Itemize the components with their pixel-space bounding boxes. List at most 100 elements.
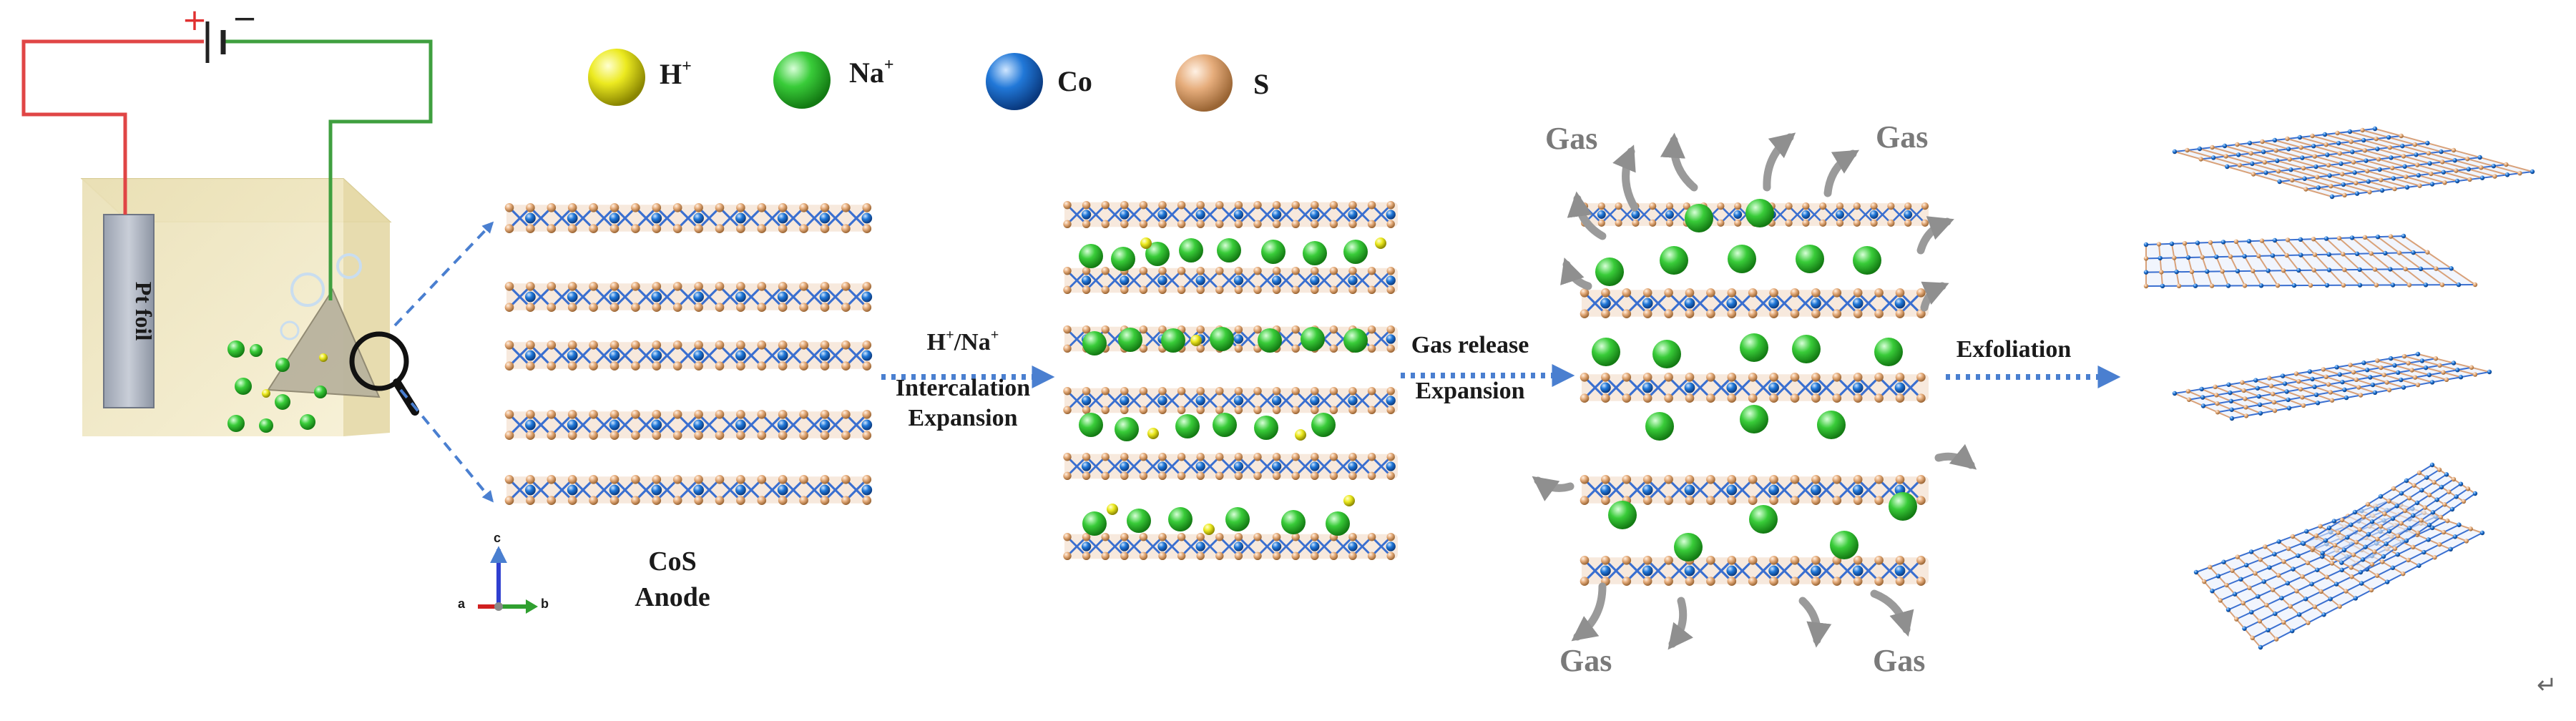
sheet-atom bbox=[2429, 462, 2435, 468]
s-atom bbox=[1367, 325, 1376, 334]
sheet-atom bbox=[2431, 480, 2437, 485]
bond-line bbox=[508, 285, 868, 309]
sheet-atom bbox=[2464, 539, 2469, 544]
s-atom bbox=[1101, 406, 1110, 414]
sheet-atom bbox=[2143, 256, 2149, 261]
sheet-atom bbox=[2406, 360, 2411, 366]
s-atom bbox=[1215, 387, 1224, 396]
sheet-atom bbox=[2324, 283, 2330, 288]
sheet-atom bbox=[2479, 530, 2485, 536]
s-atom bbox=[1836, 219, 1844, 227]
sheet-atom bbox=[2351, 160, 2356, 165]
sheet-atom bbox=[2329, 194, 2335, 200]
sheet-atom bbox=[2437, 541, 2442, 547]
co-atom bbox=[1642, 484, 1653, 496]
s-atom bbox=[1139, 453, 1148, 461]
co-atom bbox=[1233, 541, 1244, 551]
bond-line bbox=[508, 343, 868, 368]
s-atom bbox=[567, 431, 577, 440]
s-atom bbox=[547, 410, 557, 419]
s-atom bbox=[1215, 220, 1224, 228]
na-ion bbox=[1645, 412, 1674, 441]
sheet-atom bbox=[2392, 363, 2397, 368]
sheet-bond bbox=[2351, 237, 2410, 286]
sheet-atom bbox=[2311, 237, 2316, 242]
co-atom bbox=[1600, 565, 1611, 577]
sheet-atom bbox=[2416, 470, 2422, 476]
na-ion bbox=[1115, 417, 1139, 441]
co-atom bbox=[777, 212, 788, 224]
s-atom bbox=[841, 410, 851, 419]
s-atom bbox=[757, 340, 767, 350]
co-atom bbox=[1811, 565, 1821, 577]
s-atom bbox=[1664, 556, 1673, 565]
s-atom bbox=[504, 282, 514, 291]
sheet-atom bbox=[2273, 637, 2279, 642]
sheet-atom bbox=[2342, 387, 2347, 393]
s-atom bbox=[1158, 551, 1167, 560]
sheet-atom bbox=[2337, 604, 2342, 609]
sheet-atom bbox=[2214, 254, 2219, 260]
sheet-atom bbox=[2210, 155, 2216, 160]
sheet-atom bbox=[2345, 535, 2350, 540]
sheet-atom bbox=[2229, 416, 2235, 421]
sheet-atom bbox=[2327, 173, 2332, 178]
sheet-atom bbox=[2396, 250, 2402, 255]
na-ion bbox=[1261, 240, 1285, 264]
sheet-atom bbox=[2403, 266, 2408, 272]
s-atom bbox=[1665, 202, 1674, 210]
co-atom bbox=[1684, 298, 1695, 309]
s-atom bbox=[1601, 373, 1610, 382]
s-atom bbox=[1367, 387, 1376, 396]
sheet-atom bbox=[2262, 160, 2268, 165]
gas-release-line1: Gas release bbox=[1411, 332, 1529, 358]
s-atom bbox=[526, 496, 535, 505]
sheet-atom bbox=[2472, 282, 2478, 288]
s-atom bbox=[1769, 393, 1778, 403]
sheet-atom bbox=[2365, 501, 2371, 507]
s-atom bbox=[1367, 471, 1376, 480]
sheet-atom bbox=[2369, 561, 2375, 567]
sheet-atom bbox=[2404, 538, 2409, 544]
s-atom bbox=[1196, 471, 1205, 480]
s-atom bbox=[1329, 325, 1338, 334]
s-atom bbox=[1874, 393, 1884, 403]
gas-arrow bbox=[1763, 132, 1796, 192]
gas-arrow bbox=[1798, 597, 1832, 648]
sheet-atom bbox=[2288, 604, 2293, 609]
sheet-atom bbox=[2406, 557, 2411, 563]
na-ion bbox=[1817, 411, 1846, 439]
sheet-atom bbox=[2200, 395, 2205, 400]
co-atom bbox=[1894, 565, 1906, 577]
na-ion bbox=[227, 340, 245, 358]
s-atom bbox=[1874, 309, 1884, 319]
s-atom bbox=[1790, 373, 1800, 382]
sheet-atom bbox=[2530, 169, 2535, 175]
sheet-atom bbox=[2285, 581, 2291, 586]
co-atom bbox=[1386, 210, 1396, 220]
s-atom bbox=[1601, 288, 1610, 298]
sheet-atom bbox=[2344, 395, 2349, 401]
na-ion bbox=[1210, 327, 1234, 351]
sheet-atom bbox=[2323, 142, 2328, 147]
na-ion bbox=[1685, 204, 1713, 232]
sheet-atom bbox=[2238, 577, 2243, 582]
sheet-atom bbox=[2329, 555, 2335, 561]
s-atom bbox=[1215, 453, 1224, 461]
sheet-atom bbox=[2287, 157, 2293, 162]
s-atom bbox=[1615, 202, 1622, 210]
sheet-atom bbox=[2281, 619, 2286, 625]
s-atom bbox=[1622, 577, 1632, 586]
co-atom bbox=[1836, 210, 1844, 219]
co-atom bbox=[567, 419, 578, 431]
legend-na-symbol: Na bbox=[849, 57, 884, 89]
gas-arrow bbox=[1660, 132, 1698, 192]
sheet-atom bbox=[2260, 139, 2265, 144]
na-ion bbox=[1660, 246, 1688, 275]
intercalated-ions bbox=[1079, 237, 1386, 536]
s-atom bbox=[1253, 471, 1262, 480]
co-atom bbox=[1348, 275, 1358, 285]
sheet-atom bbox=[2402, 164, 2407, 169]
sheet-atom bbox=[2439, 484, 2444, 490]
s-atom bbox=[1063, 220, 1072, 228]
